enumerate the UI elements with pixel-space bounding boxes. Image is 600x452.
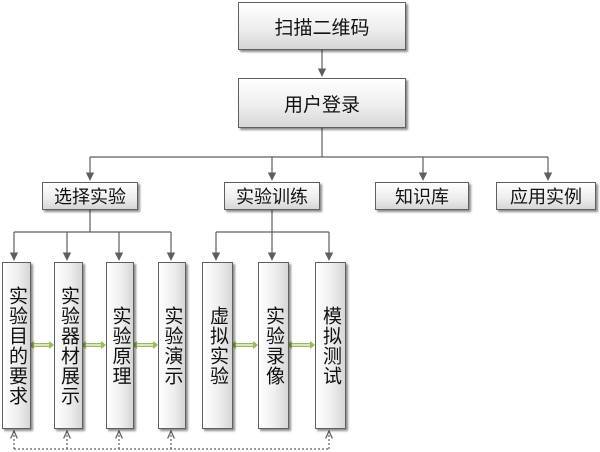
double-arrow-purpose-equipment <box>29 341 54 349</box>
node-experiment-principle: 实验原理 <box>106 262 134 429</box>
node-experiment-training: 实验训练 <box>224 182 320 210</box>
node-scan-qr: 扫描二维码 <box>238 2 406 50</box>
dotted-feedback-connectors <box>14 431 329 450</box>
node-experiment-video: 实验录像 <box>258 262 289 429</box>
double-arrow-virtual-video <box>231 341 258 349</box>
node-application-examples: 应用实例 <box>496 182 596 210</box>
double-arrow-principle-demo <box>132 341 158 349</box>
node-simulation-test: 模拟测试 <box>315 262 346 429</box>
connector-select-subitems <box>9 210 176 261</box>
node-virtual-experiment: 虚拟实验 <box>202 262 233 429</box>
double-arrow-video-test <box>287 341 315 349</box>
node-knowledge-base: 知识库 <box>375 182 469 210</box>
double-arrows <box>29 341 315 349</box>
connector-training-subitems <box>211 210 334 261</box>
node-equipment-display: 实验器材展示 <box>54 262 83 429</box>
node-user-login: 用户登录 <box>238 78 406 128</box>
connector-login-categories <box>85 128 553 181</box>
node-experiment-demo: 实验演示 <box>158 262 186 429</box>
node-select-experiment: 选择实验 <box>42 182 138 210</box>
node-experiment-purpose: 实验目的要求 <box>2 262 31 429</box>
double-arrow-equipment-principle <box>81 341 106 349</box>
